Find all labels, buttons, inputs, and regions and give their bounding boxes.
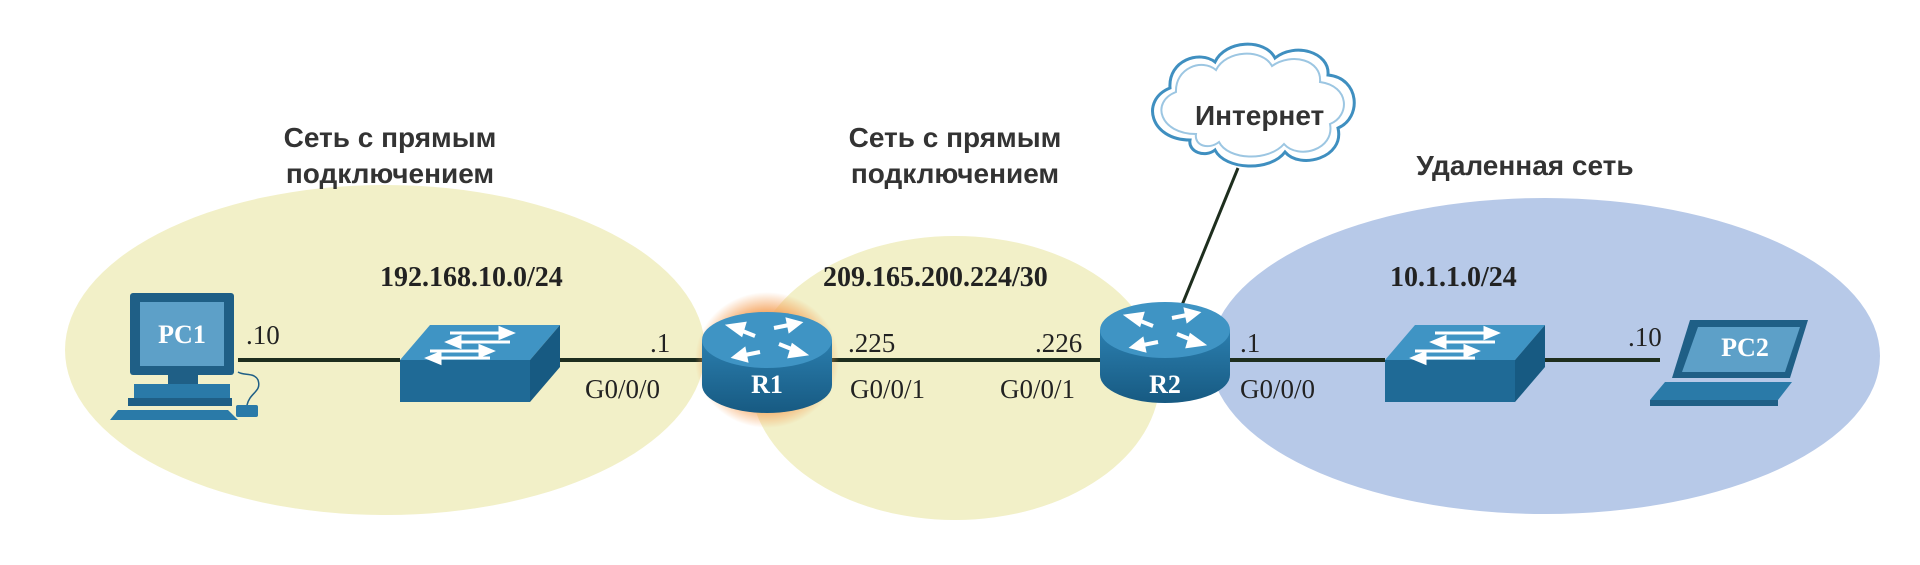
laptop-icon xyxy=(1650,320,1808,406)
addr-pc1: .10 xyxy=(246,320,280,350)
subnet-middle: 209.165.200.224/30 xyxy=(823,262,1048,293)
iface-r1-right: G0/0/1 xyxy=(850,374,926,404)
router-icon-r1 xyxy=(695,292,839,428)
switch-icon-right xyxy=(1385,325,1545,402)
zone-title-middle-line2: подключением xyxy=(850,158,1060,189)
r2-label: R2 xyxy=(1149,370,1181,399)
addr-r1-right: .225 xyxy=(848,328,896,358)
pc1-label: PC1 xyxy=(158,320,206,349)
desktop-computer-icon xyxy=(110,293,260,420)
subnet-right: 10.1.1.0/24 xyxy=(1390,262,1517,293)
addr-r1-left: .1 xyxy=(650,328,671,358)
links xyxy=(238,167,1660,362)
iface-r2-left: G0/0/1 xyxy=(1000,374,1076,404)
internet-label: Интернет xyxy=(1195,100,1325,131)
cloud-icon xyxy=(1151,42,1356,168)
zone-title-right: Удаленная сеть xyxy=(1416,150,1634,181)
link-r2-internet xyxy=(1178,167,1240,311)
router-icon-r2 xyxy=(1100,302,1230,403)
iface-r1-left: G0/0/0 xyxy=(585,374,661,404)
zone-title-left: Сеть с прямым подключением xyxy=(265,120,515,192)
zone-title-middle-line1: Сеть с прямым xyxy=(848,122,1062,153)
zone-title-left-line2: подключением xyxy=(285,158,495,189)
zone-title-left-line1: Сеть с прямым xyxy=(283,122,497,153)
zone-title-middle: Сеть с прямым подключением xyxy=(830,120,1080,192)
switch-icon-left xyxy=(400,325,560,402)
pc2-label: PC2 xyxy=(1721,333,1769,362)
subnet-left: 192.168.10.0/24 xyxy=(380,262,563,293)
r1-label: R1 xyxy=(751,370,783,399)
addr-r2-left: .226 xyxy=(1035,328,1083,358)
zone-middle xyxy=(750,236,1160,520)
addr-r2-right: .1 xyxy=(1240,328,1261,358)
addr-pc2: .10 xyxy=(1628,322,1662,352)
zone-left xyxy=(65,185,705,515)
iface-r2-right: G0/0/0 xyxy=(1240,374,1316,404)
